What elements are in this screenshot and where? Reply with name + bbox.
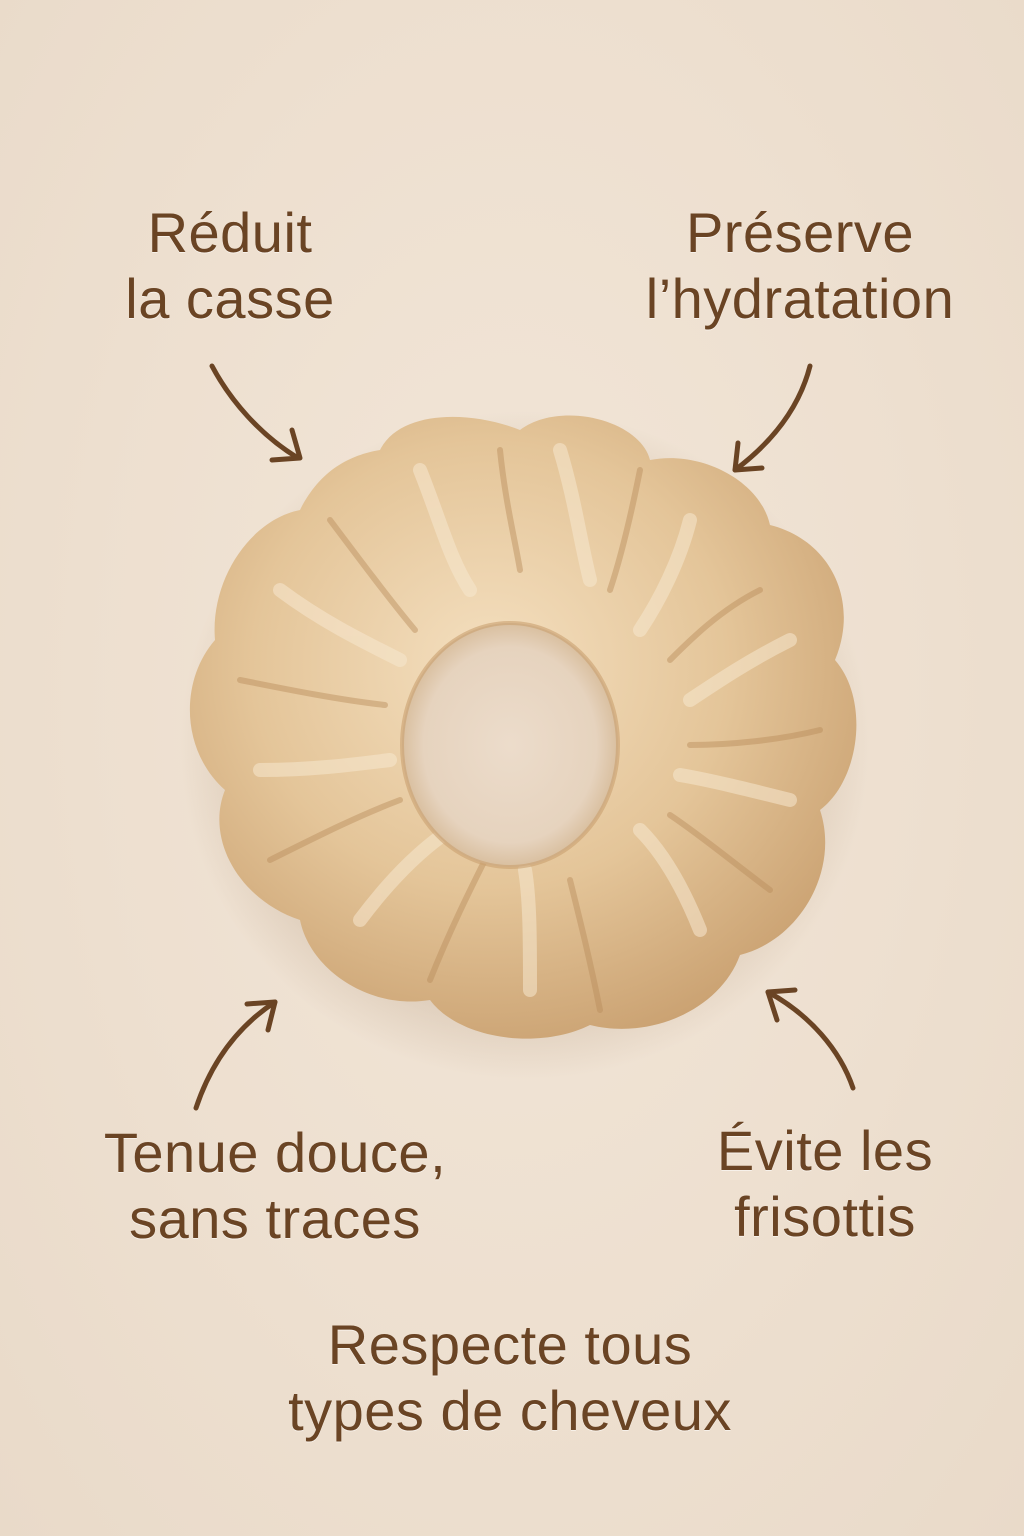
arrow-top-left-icon (209, 363, 303, 463)
benefit-line-2: sans traces (129, 1187, 421, 1250)
benefit-reduces-breakage: Réduit la casse (100, 200, 360, 332)
arrow-bottom-right-icon (765, 987, 856, 1091)
benefit-line-1: Préserve (685, 201, 915, 264)
benefit-line-2: l’hydratation (645, 267, 955, 330)
benefit-prevents-frizz: Évite les frisottis (680, 1118, 970, 1250)
arrow-bottom-left-icon (193, 999, 278, 1111)
tagline-line-1: Respecte tous (327, 1313, 693, 1376)
benefit-line-2: la casse (125, 267, 335, 330)
benefit-gentle-hold: Tenue douce, sans traces (60, 1120, 490, 1252)
benefit-line-1: Tenue douce, (103, 1121, 447, 1184)
benefit-line-1: Évite les (716, 1119, 934, 1182)
footer-tagline: Respecte tous types de cheveux (230, 1312, 790, 1444)
tagline-line-2: types de cheveux (288, 1379, 732, 1442)
arrow-top-right-icon (732, 363, 813, 473)
benefit-preserves-hydration: Préserve l’hydratation (600, 200, 1000, 332)
benefit-line-2: frisottis (734, 1185, 916, 1248)
benefit-line-1: Réduit (147, 201, 313, 264)
